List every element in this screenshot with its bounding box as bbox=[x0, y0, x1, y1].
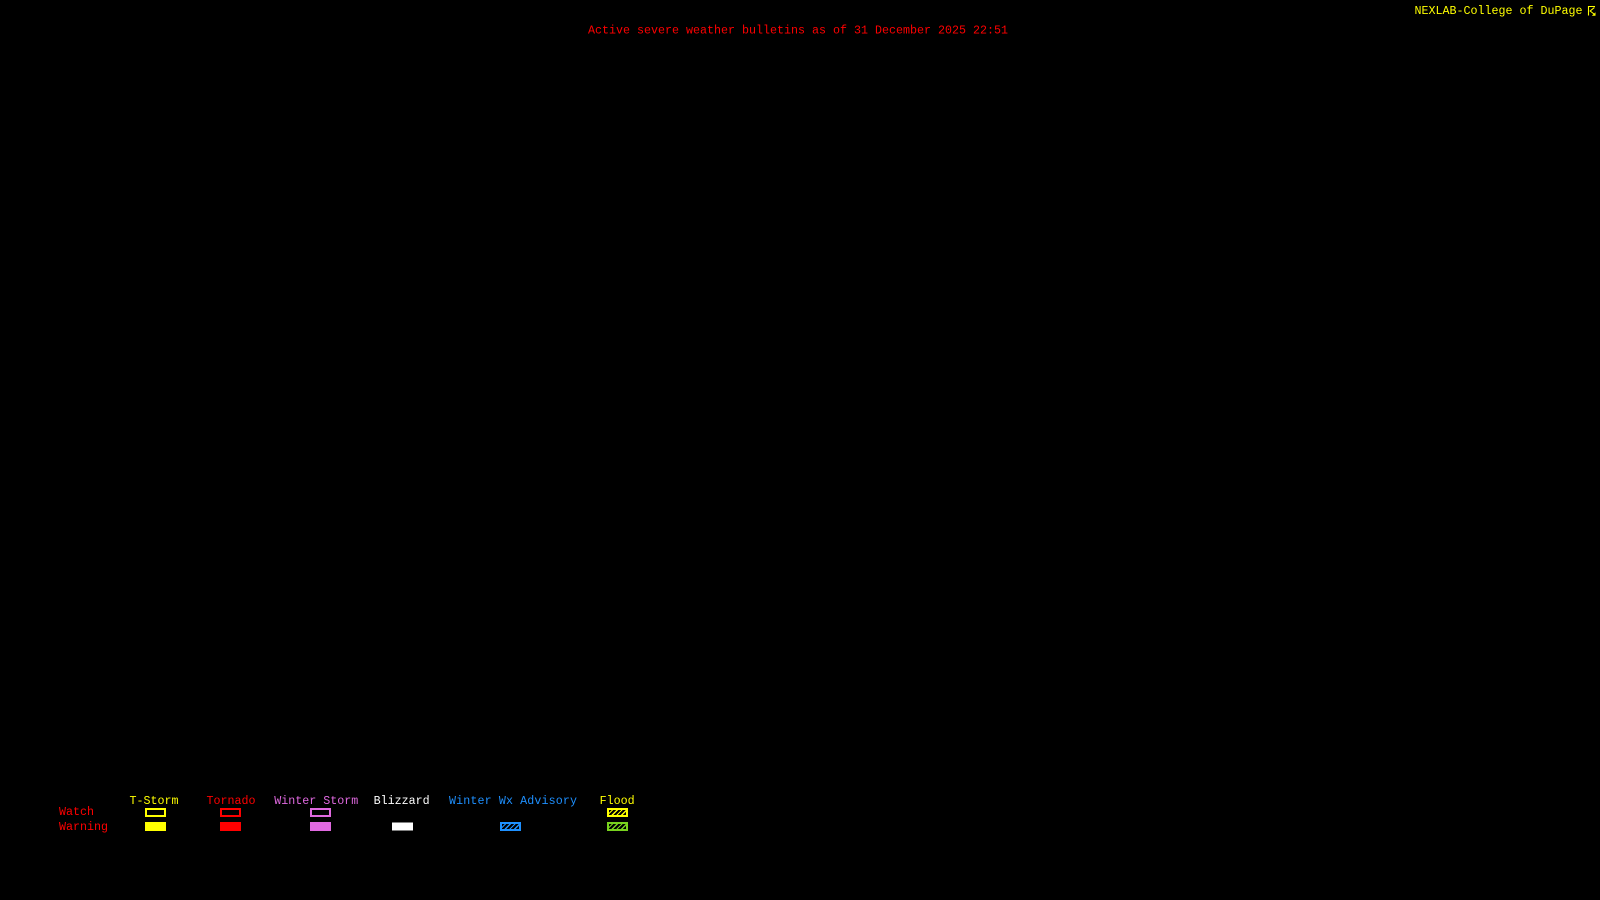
svg-text:Blizzard: Blizzard bbox=[374, 794, 430, 808]
svg-text:Active severe weather bulletin: Active severe weather bulletins as of 31… bbox=[588, 24, 1008, 38]
svg-text:Tornado: Tornado bbox=[207, 794, 256, 808]
svg-text:Flood: Flood bbox=[600, 794, 635, 808]
svg-text:Warning: Warning bbox=[59, 820, 108, 834]
svg-text:Winter Wx Advisory: Winter Wx Advisory bbox=[449, 794, 577, 808]
svg-text:Winter Storm: Winter Storm bbox=[274, 794, 358, 808]
svg-text:T-Storm: T-Storm bbox=[130, 794, 179, 808]
svg-text:NEXLAB-College of DuPage: NEXLAB-College of DuPage bbox=[1415, 4, 1583, 18]
svg-text:Watch: Watch bbox=[59, 805, 94, 819]
